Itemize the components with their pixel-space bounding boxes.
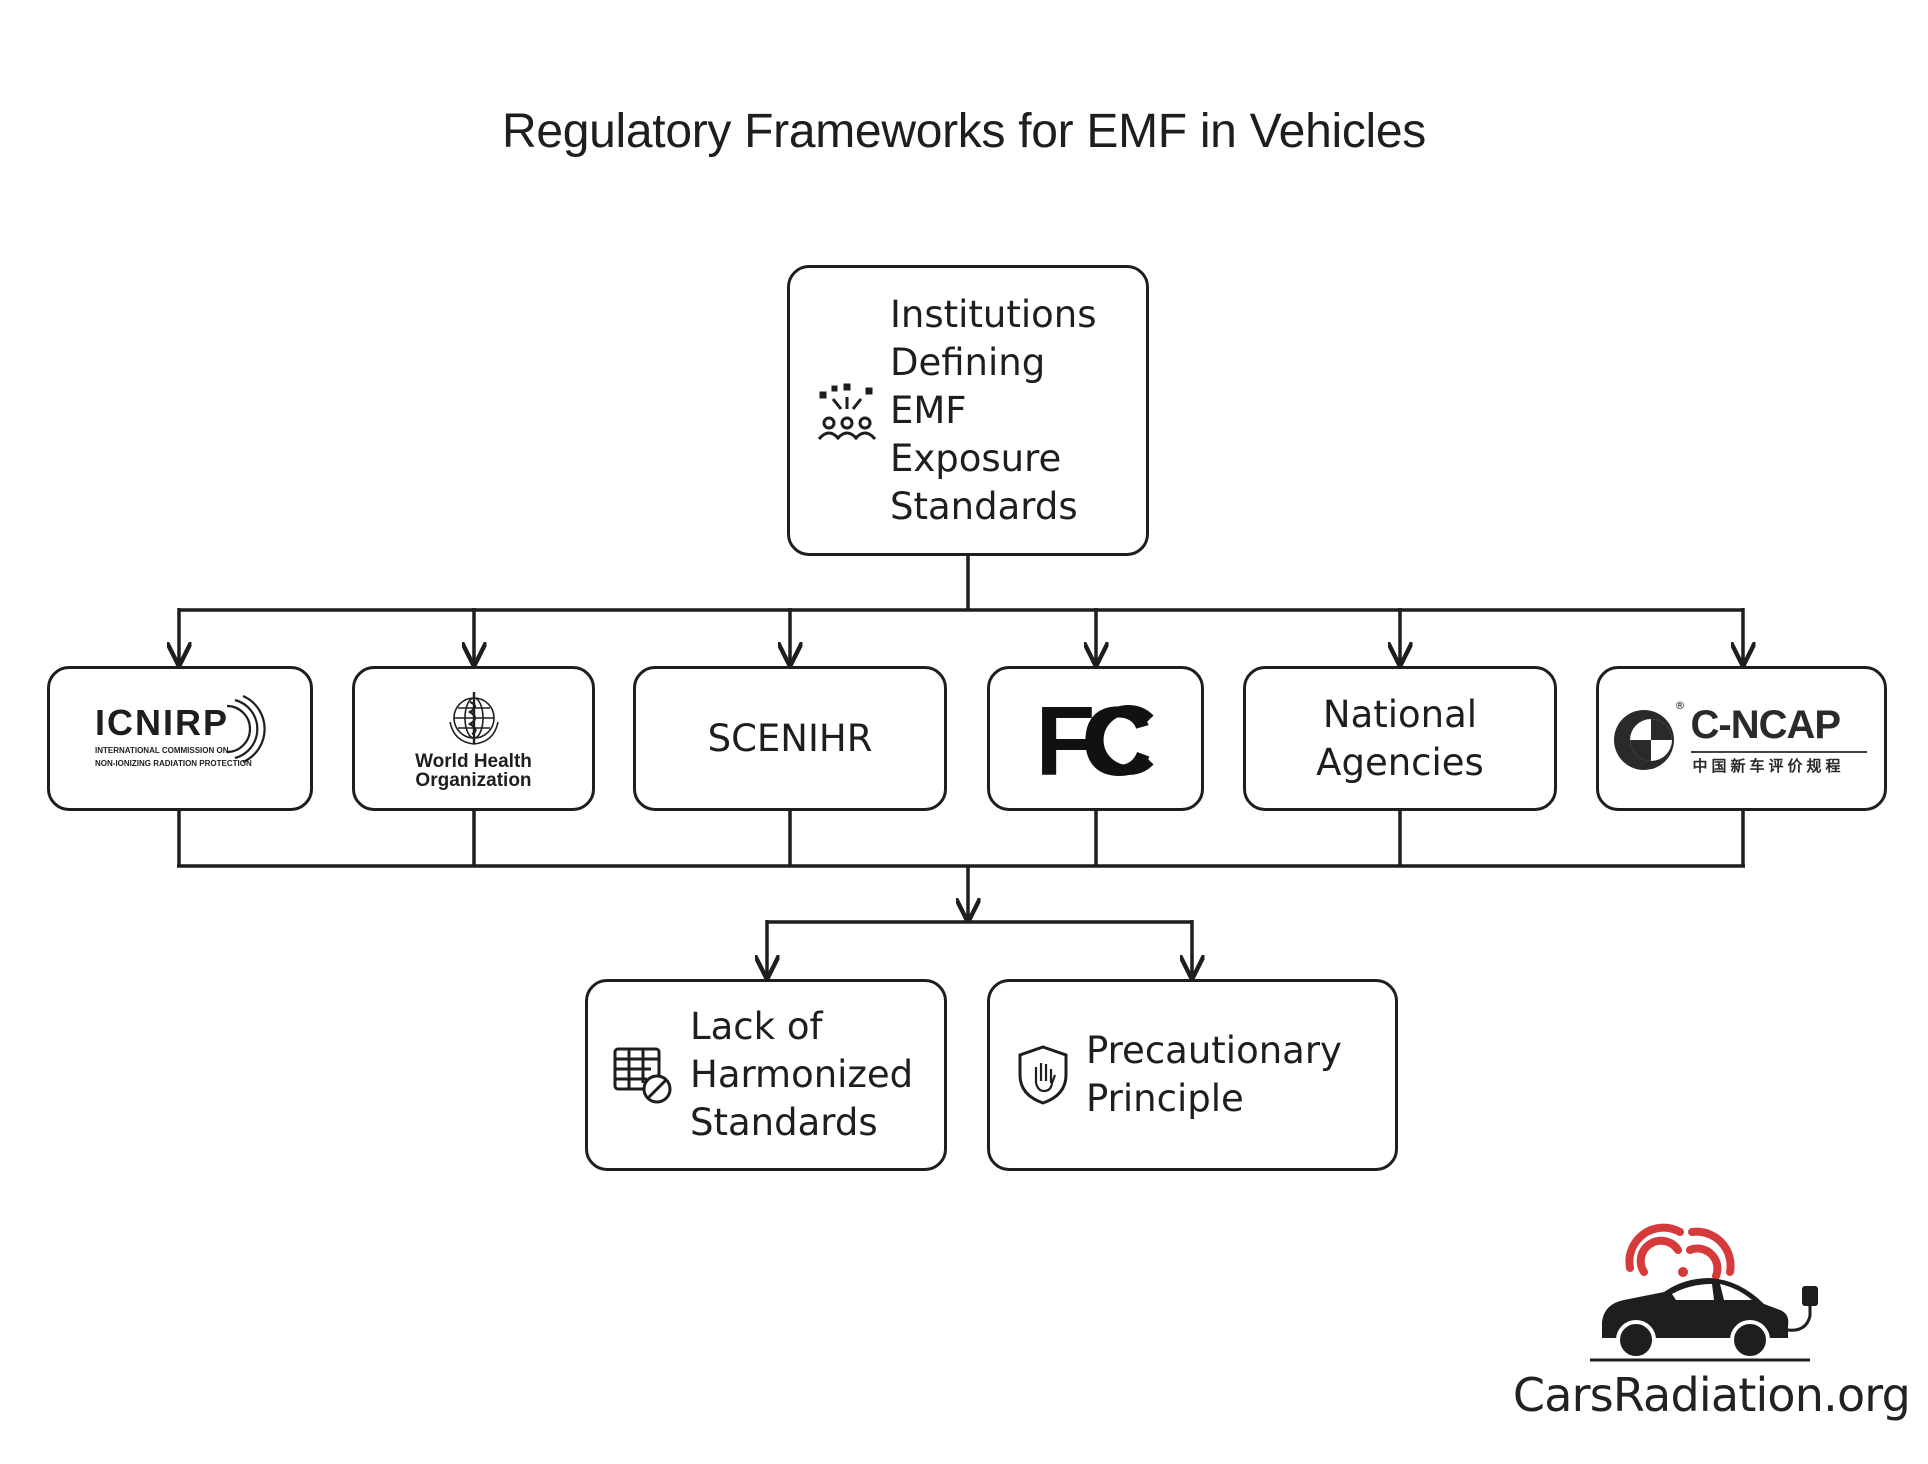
who-name: World Health Organization [415, 752, 532, 790]
fcc-c-mark-icon [1093, 704, 1154, 775]
car-radiation-logo-icon [1590, 1223, 1818, 1362]
root-line-1: Institutions [890, 292, 1097, 336]
cncap-node: ® C-NCAP 中国新车评价规程 [1596, 666, 1887, 811]
icnirp-name: ICNIRP [95, 701, 230, 743]
root-line-4: Exposure [890, 436, 1062, 480]
root-label: Institutions Defining EMF Exposure Stand… [890, 291, 1097, 531]
cncap-registered-mark: ® [1674, 698, 1686, 712]
lack-of-harmonized-standards-node: Lack of Harmonized Standards [585, 979, 947, 1171]
icnirp-subtitle-2: NON-IONIZING RADIATION PROTECTION [95, 758, 252, 768]
lack-line-1: Lack of [690, 1005, 823, 1048]
lack-label: Lack of Harmonized Standards [690, 1003, 913, 1147]
icnirp-waves-icon [226, 694, 266, 763]
precaution-line-1: Precautionary [1086, 1029, 1342, 1072]
cncap-emblem-icon [1613, 709, 1674, 770]
cncap-name: C-NCAP [1690, 702, 1842, 747]
car-wheel-icon [1730, 1320, 1770, 1360]
fcc-node: FC [987, 666, 1204, 811]
who-line-1: World Health [415, 750, 532, 772]
lack-line-2: Harmonized [690, 1053, 914, 1096]
root-node: Institutions Defining EMF Exposure Stand… [787, 265, 1149, 556]
shield-hand-icon [1012, 1043, 1074, 1107]
icnirp-logo: ICNIRP INTERNATIONAL COMMISSION ON NON-I… [95, 694, 266, 784]
scenihr-label: SCENIHR [707, 716, 873, 760]
national-agencies-label: National Agencies [1316, 691, 1484, 787]
lack-line-3: Standards [690, 1101, 878, 1144]
cncap-logo: ® C-NCAP 中国新车评价规程 [1611, 699, 1873, 779]
icnirp-node: ICNIRP INTERNATIONAL COMMISSION ON NON-I… [47, 666, 313, 811]
icnirp-subtitle-1: INTERNATIONAL COMMISSION ON [95, 745, 229, 755]
charger-plug-icon [1802, 1286, 1818, 1306]
national-agencies-node: National Agencies [1243, 666, 1557, 811]
diagram-title: Regulatory Frameworks for EMF in Vehicle… [501, 105, 1426, 158]
precaution-label: Precautionary Principle [1086, 1027, 1342, 1123]
who-node: World Health Organization [352, 666, 595, 811]
root-line-3: EMF [890, 388, 967, 432]
root-line-5: Standards [890, 484, 1078, 528]
table-blocked-icon [610, 1043, 676, 1107]
group-people-icon [812, 379, 882, 443]
root-line-2: Defining [890, 340, 1046, 384]
signal-waves-icon [1625, 1223, 1735, 1280]
watermark-site-name: CarsRadiation.org [1512, 1368, 1911, 1422]
precautionary-principle-node: Precautionary Principle [987, 979, 1398, 1171]
who-line-2: Organization [415, 769, 532, 791]
precaution-line-2: Principle [1086, 1077, 1244, 1120]
national-line-2: Agencies [1316, 740, 1484, 784]
who-emblem-icon [448, 691, 499, 745]
cncap-divider [1690, 750, 1867, 753]
scenihr-node: SCENIHR [633, 666, 947, 811]
cncap-subtitle: 中国新车评价规程 [1692, 756, 1845, 775]
car-wheel-icon [1616, 1320, 1656, 1360]
fcc-logo: FC [1036, 686, 1156, 796]
national-line-1: National [1322, 692, 1478, 736]
